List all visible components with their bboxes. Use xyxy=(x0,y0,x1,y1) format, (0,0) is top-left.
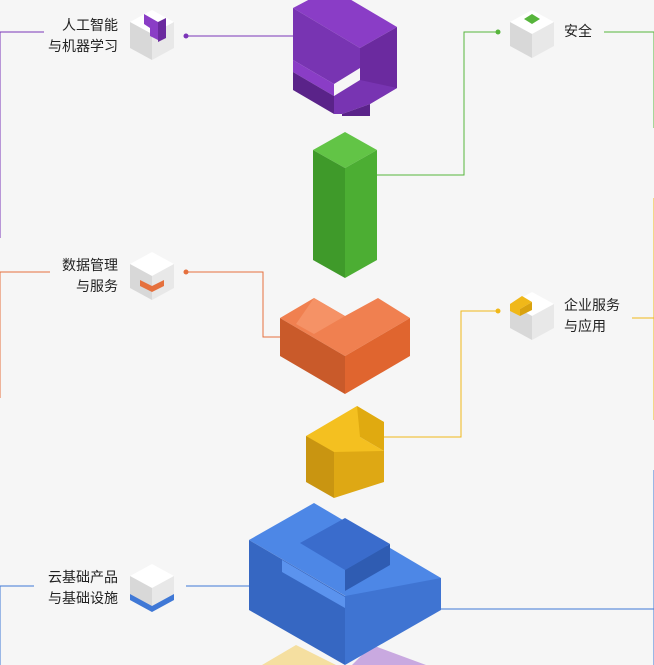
security-connector-dot xyxy=(495,29,501,35)
data-label-line2: 与服务 xyxy=(76,279,118,295)
enterprise-connector xyxy=(380,310,498,438)
ai-label-line2: 与机器学习 xyxy=(48,39,118,55)
data-block xyxy=(280,298,410,394)
security-label: 安全 xyxy=(564,22,592,43)
enterprise-icon xyxy=(510,292,554,340)
data-left-bracket xyxy=(0,271,50,398)
cloud-label-line2: 与基础设施 xyxy=(48,591,118,607)
data-label-line1: 数据管理 xyxy=(62,258,118,274)
ai-label: 人工智能 与机器学习 xyxy=(48,16,118,58)
data-label: 数据管理 与服务 xyxy=(62,256,118,298)
cloud-icon xyxy=(130,564,174,612)
security-right-bracket xyxy=(604,31,654,128)
security-label-line1: 安全 xyxy=(564,24,592,40)
cloud-block xyxy=(249,503,441,665)
cloud-label: 云基础产品 与基础设施 xyxy=(48,568,118,610)
ai-icon xyxy=(130,10,174,60)
enterprise-label-line2: 与应用 xyxy=(564,319,606,335)
faded-yellow-block xyxy=(262,645,336,665)
left-edge-brackets xyxy=(0,31,50,665)
enterprise-label-line1: 企业服务 xyxy=(564,298,620,314)
enterprise-block xyxy=(306,406,384,498)
data-connector-dot xyxy=(183,269,189,275)
ai-connector-dot xyxy=(183,33,189,39)
data-connector xyxy=(186,271,292,338)
enterprise-connector-dot xyxy=(495,308,501,314)
right-edge-brackets xyxy=(604,31,654,665)
cloud-left-bracket xyxy=(0,585,34,665)
enterprise-label: 企业服务 与应用 xyxy=(564,296,620,338)
data-icon xyxy=(130,252,174,300)
security-block xyxy=(313,132,377,278)
cloud-label-line1: 云基础产品 xyxy=(48,570,118,586)
ai-label-line1: 人工智能 xyxy=(62,18,118,34)
security-connector xyxy=(368,31,498,176)
ai-left-bracket xyxy=(0,31,44,238)
ai-block xyxy=(293,0,397,116)
security-icon xyxy=(510,10,554,58)
